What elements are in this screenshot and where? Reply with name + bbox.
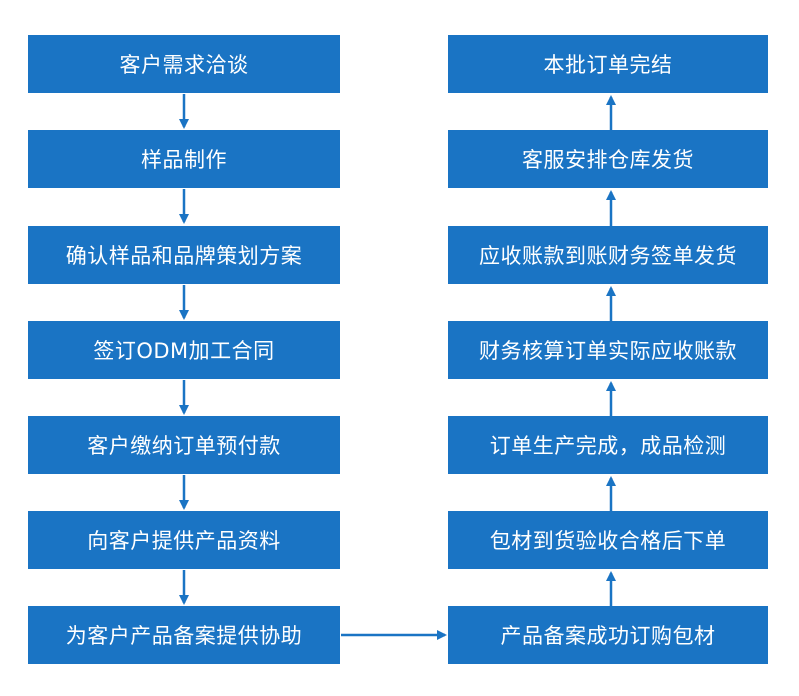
step-finance-accounting: 财务核算订单实际应收账款 (448, 321, 768, 379)
step-filing-success-purchase: 产品备案成功订购包材 (448, 606, 768, 664)
step-order-complete: 本批订单完结 (448, 35, 768, 93)
step-payment-received-ship: 应收账款到账财务签单发货 (448, 226, 768, 284)
step-customer-negotiation: 客户需求洽谈 (28, 35, 340, 93)
step-sample-making: 样品制作 (28, 130, 340, 188)
step-sign-odm-contract: 签订ODM加工合同 (28, 321, 340, 379)
step-customer-prepayment: 客户缴纳订单预付款 (28, 416, 340, 474)
step-production-inspection: 订单生产完成，成品检测 (448, 416, 768, 474)
step-provide-product-info: 向客户提供产品资料 (28, 511, 340, 569)
step-confirm-sample-brand-plan: 确认样品和品牌策划方案 (28, 226, 340, 284)
step-filing-assistance: 为客户产品备案提供协助 (28, 606, 340, 664)
step-warehouse-shipping: 客服安排仓库发货 (448, 130, 768, 188)
step-packaging-acceptance: 包材到货验收合格后下单 (448, 511, 768, 569)
